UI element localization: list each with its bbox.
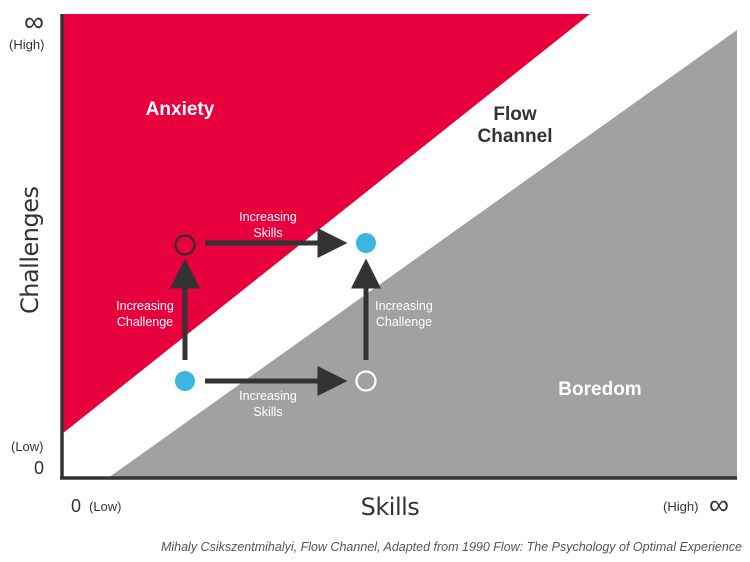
y-top-infinity-symbol: ∞: [24, 6, 44, 37]
note-increasing-challenge-right: Increasing Challenge: [359, 299, 449, 330]
note-increasing-skills-bottom: Increasing Skills: [218, 389, 318, 420]
anxiety-label: Anxiety: [145, 99, 215, 120]
dot-open-bottom-right: [355, 370, 377, 392]
note-increasing-challenge-left: Increasing Challenge: [100, 299, 190, 330]
y-bottom-label: (Low): [11, 439, 44, 454]
note-line: Skills: [253, 404, 283, 419]
source-caption: Mihaly Csikszentmihalyi, Flow Channel, A…: [160, 540, 742, 554]
x-right-label: (High): [663, 499, 699, 514]
y-bottom-value: 0: [34, 458, 45, 478]
note-line: Increasing: [239, 389, 297, 403]
note-line: Increasing: [239, 210, 297, 224]
anxiety-region: [62, 14, 590, 434]
x-left-value: 0: [71, 496, 82, 516]
flow-label-line2: Channel: [477, 125, 553, 147]
x-left-label: (Low): [89, 499, 122, 514]
boredom-region: [108, 30, 737, 478]
flow-label-line1: Flow: [493, 104, 537, 125]
y-axis-title: Challenges: [16, 186, 44, 315]
note-line: Increasing: [116, 299, 174, 313]
note-line: Challenge: [375, 314, 433, 329]
dot-open-top-left: [174, 234, 196, 256]
note-line: Challenge: [116, 314, 174, 329]
x-right-infinity-symbol: ∞: [709, 489, 729, 520]
flow-channel-label: Flow Channel: [450, 104, 580, 148]
dot-filled-top-right: [356, 233, 376, 253]
note-increasing-skills-top: Increasing Skills: [218, 210, 318, 241]
y-top-label: (High): [9, 37, 45, 52]
note-line: Increasing: [375, 299, 433, 313]
x-axis-title: Skills: [360, 493, 420, 521]
dot-filled-bottom-left: [175, 371, 195, 391]
boredom-label: Boredom: [558, 379, 642, 400]
note-line: Skills: [253, 225, 283, 240]
